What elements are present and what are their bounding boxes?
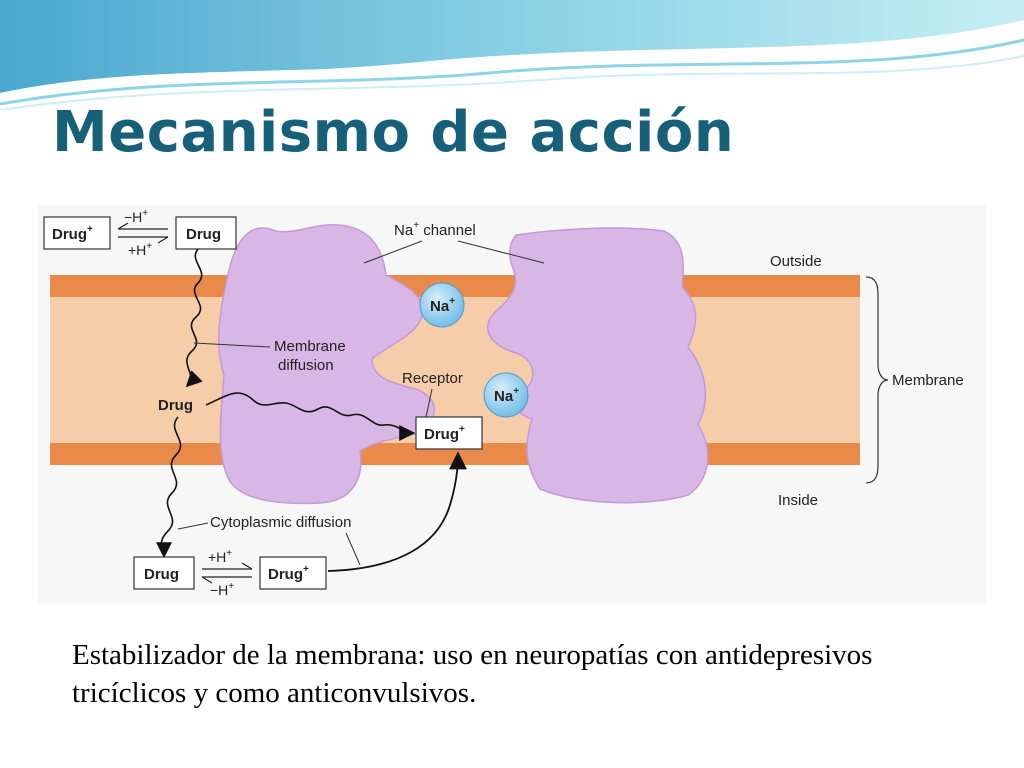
drug-neutral-box-bottom: Drug [133,556,195,590]
drug-neutral-box-top: Drug [175,216,237,250]
na-channel-label: Na+ channel [394,220,476,239]
slide-caption: Estabilizador de la membrana: uso en neu… [72,639,873,709]
svg-text:Drug: Drug [144,566,179,583]
outside-label: Outside [770,253,822,270]
sodium-ion-upper: Na+ [419,282,465,328]
drug-ion-box-top: Drug+ [43,216,111,250]
cytoplasmic-diffusion-label: Cytoplasmic diffusion [210,514,351,531]
svg-text:+H+: +H+ [128,241,152,258]
drug-ion-box-receptor: Drug+ [415,416,483,450]
header-wave-decoration [0,0,1024,110]
cytoplasmic-diffusion-path [155,416,182,559]
membrane-diffusion-label-2: diffusion [278,357,334,374]
svg-text:+H+: +H+ [208,548,232,565]
membrane-diffusion-path [185,248,203,388]
equilibrium-arrows-top: −H+ +H+ [117,208,169,258]
membrane-bracket [865,276,889,484]
equilibrium-arrows-bottom: +H+ −H+ [201,548,253,598]
svg-text:−H+: −H+ [210,581,234,598]
sodium-channel-diagram: Na+ Na+ Na+ channel Outside Membrane Ins… [38,205,986,605]
path-to-receptor [205,392,416,441]
cytoplasmic-to-receptor-arrow [327,451,467,572]
drug-ion-box-bottom: Drug+ [259,556,327,590]
channel-protein-right [486,227,709,504]
svg-text:Drug+: Drug+ [424,424,465,443]
svg-text:Na+: Na+ [494,386,519,405]
membrane-diffusion-label-1: Membrane [274,338,346,355]
slide-title: Mecanismo de acción [52,100,735,165]
svg-text:Drug+: Drug+ [268,564,309,583]
svg-text:Drug: Drug [186,226,221,243]
svg-text:−H+: −H+ [124,208,148,225]
membrane-label: Membrane [892,372,964,389]
svg-text:Na+: Na+ [430,296,455,315]
inside-label: Inside [778,492,818,509]
svg-text:Drug+: Drug+ [52,224,93,243]
drug-mid-label: Drug [158,397,193,414]
sodium-ion-lower: Na+ [483,372,529,418]
receptor-label: Receptor [402,370,463,387]
